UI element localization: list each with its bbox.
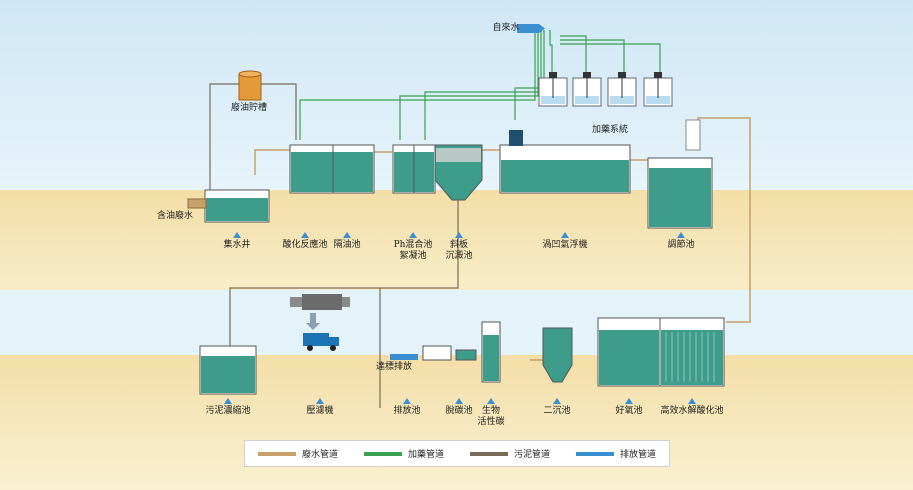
label-oily-wastewater: 含油廢水 [156, 211, 194, 221]
label-ph-mix: Ph混合池 [393, 240, 433, 250]
label-sludge-pool: 脫碳池 [445, 406, 473, 416]
ground-band-bottom [0, 355, 913, 490]
marker-sump [233, 232, 241, 238]
marker-oil-separator [343, 232, 351, 238]
dosing-pipes [299, 30, 661, 140]
label-sump: 集水井 [223, 240, 251, 250]
legend-label-wastewater: 廢水管道 [301, 450, 338, 460]
label-secondary-settle: 二沉池 [543, 406, 571, 416]
marker-sludge-thickener [224, 398, 232, 404]
dosing-tanks [538, 72, 673, 107]
marker-flotation [561, 232, 569, 238]
label-regulating: 調節池 [667, 240, 695, 250]
legend-swatch-discharge [575, 451, 614, 456]
legend-label-discharge: 排放管道 [619, 450, 656, 460]
legend-swatch-sludge [469, 451, 508, 456]
marker-regulating [677, 232, 685, 238]
marker-filter-press [316, 398, 324, 404]
marker-discharge-pool [403, 398, 411, 404]
marker-secondary-settle [553, 398, 561, 404]
legend: 廢水管道 加藥管道 污泥管道 排放管道 [244, 440, 670, 467]
mix-tanks [392, 144, 436, 194]
legend-item-wastewater: 廢水管道 [257, 447, 338, 460]
legend-swatch-dosing [363, 451, 402, 456]
secondary-settler [542, 327, 573, 383]
marker-hydrolysis [688, 398, 696, 404]
legend-item-sludge: 污泥管道 [469, 447, 550, 460]
label-dosing-system: 加藥系統 [591, 125, 629, 135]
sludge-line-upper [229, 200, 459, 345]
legend-item-discharge: 排放管道 [575, 447, 656, 460]
oil-return-pipe [209, 83, 297, 195]
legend-label-dosing: 加藥管道 [407, 450, 444, 460]
incline-settler [434, 144, 483, 201]
label-tap-water: 自來水 [492, 23, 520, 33]
marker-acid-reaction [301, 232, 309, 238]
label-settle: 沉澱池 [445, 251, 473, 261]
filter-press-machine [290, 294, 350, 330]
tap-water-pipe [517, 24, 545, 33]
marker-aerobic [625, 398, 633, 404]
aerobic-tank [597, 317, 661, 387]
label-discharge-pool: 排放池 [393, 406, 421, 416]
label-aerobic: 好氧池 [615, 406, 643, 416]
regulating-tank [647, 119, 713, 229]
label-coagulation: 絮凝池 [399, 251, 427, 261]
marker-incline [455, 232, 463, 238]
label-standard-discharge: 達標排放 [375, 362, 413, 372]
marker-sludge-pool [455, 398, 463, 404]
sky-band-bottom [0, 290, 913, 355]
legend-label-sludge: 污泥管道 [513, 450, 550, 460]
oil-storage-tank [238, 70, 262, 101]
flotation-machine [499, 130, 631, 194]
marker-ph-mix [409, 232, 417, 238]
label-bio-carbon-2: 活性碳 [477, 417, 505, 427]
label-flotation: 渦凹氣浮機 [542, 240, 588, 250]
label-hydrolysis: 高效水解酸化池 [660, 406, 724, 416]
acid-oil-tanks [289, 144, 375, 194]
legend-item-dosing: 加藥管道 [363, 447, 444, 460]
legend-swatch-wastewater [257, 451, 296, 456]
label-acid-reaction: 酸化反應池 [282, 240, 328, 250]
discharge-pools [390, 345, 477, 361]
ground-band-top [0, 190, 913, 290]
label-bio-carbon: 生物 [481, 406, 501, 416]
sludge-truck [303, 333, 339, 351]
sump-tank [204, 189, 270, 223]
hydrolysis-tank [659, 317, 725, 387]
label-incline-plate: 斜板 [449, 240, 469, 250]
bio-carbon-tower [481, 321, 501, 383]
label-oil-storage: 廢油貯槽 [230, 103, 268, 113]
sludge-thickener [199, 345, 257, 395]
marker-bio-carbon [487, 398, 495, 404]
label-sludge-thickener: 污泥濃縮池 [205, 406, 251, 416]
label-filter-press: 壓濾機 [306, 406, 334, 416]
label-oil-separator: 隔油池 [333, 240, 361, 250]
